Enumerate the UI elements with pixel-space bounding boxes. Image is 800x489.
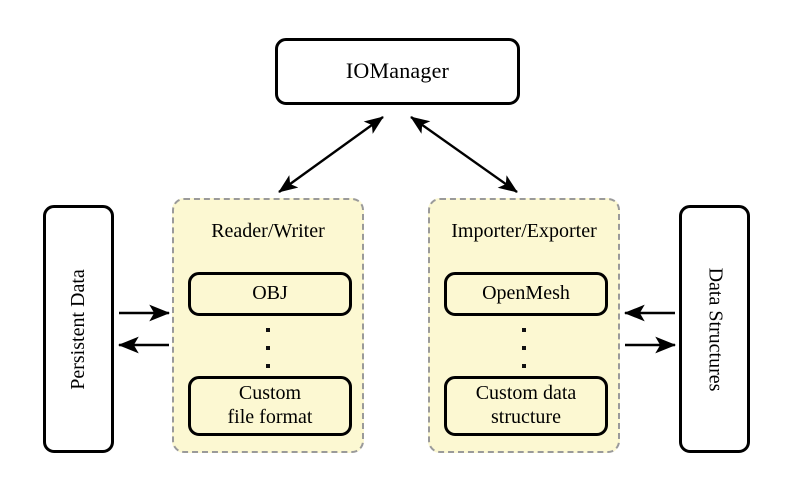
reader-writer-panel: Reader/Writer OBJ Custom file format — [172, 198, 364, 453]
importer-exporter-panel: Importer/Exporter OpenMesh Custom data s… — [428, 198, 620, 453]
importer-exporter-title: Importer/Exporter — [451, 220, 597, 242]
importer-exporter-item-openmesh-label: OpenMesh — [482, 282, 570, 305]
connector-manager-importerexporter — [410, 116, 518, 193]
reader-writer-item-custom-file-format: Custom file format — [188, 376, 352, 436]
persistent-data-label: Persistent Data — [67, 268, 89, 390]
importer-exporter-item-custom-line2: structure — [491, 406, 561, 428]
reader-writer-item-custom-line2: file format — [227, 406, 313, 428]
reader-writer-item-obj: OBJ — [188, 272, 352, 316]
reader-writer-title: Reader/Writer — [211, 220, 325, 242]
data-structures-label: Data Structures — [704, 267, 727, 391]
importer-exporter-item-custom-line1: Custom data — [475, 382, 577, 405]
connector-manager-readerwriter — [278, 116, 384, 193]
importer-exporter-item-openmesh: OpenMesh — [444, 272, 608, 316]
importer-exporter-ellipsis-icon — [430, 328, 618, 368]
reader-writer-item-obj-label: OBJ — [252, 282, 288, 305]
data-structures-box: Data Structures — [679, 205, 750, 453]
reader-writer-ellipsis-icon — [174, 328, 362, 368]
reader-writer-item-custom-line1: Custom — [238, 382, 302, 405]
importer-exporter-item-custom-data-structure: Custom data structure — [444, 376, 608, 436]
iomanager-label: IOManager — [345, 58, 450, 84]
iomanager-box: IOManager — [275, 38, 520, 105]
persistent-data-box: Persistent Data — [43, 205, 114, 453]
